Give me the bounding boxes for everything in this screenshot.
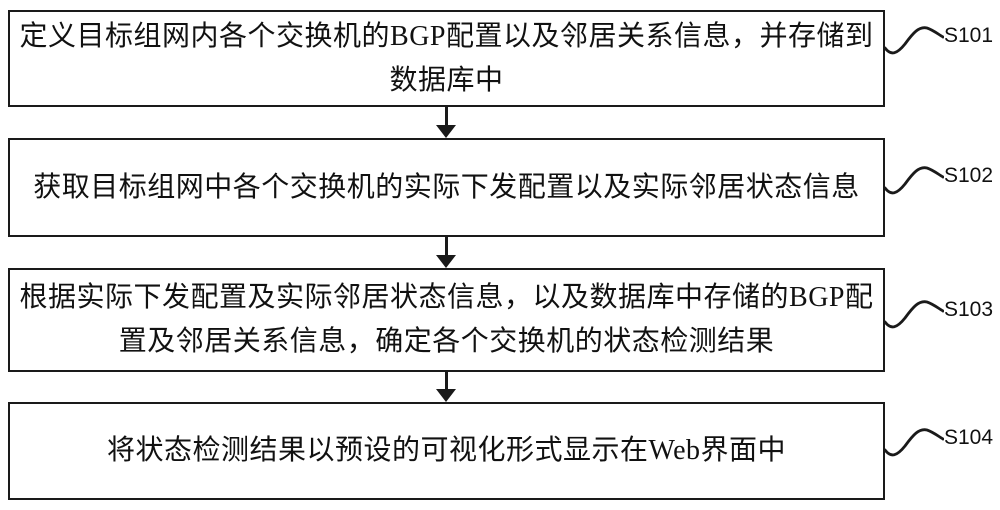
squiggle-connector-s104: [884, 428, 944, 457]
step-s104-text-line1: 将状态检测结果以预设的可视化形式显示在Web界面中: [106, 435, 787, 466]
step-label-s104: S104: [944, 426, 994, 449]
step-s103-text-line2: 置及邻居关系信息，确定各个交换机的状态检测结果: [118, 326, 775, 357]
step-label-s103: S103: [944, 298, 994, 321]
step-box-s104: 将状态检测结果以预设的可视化形式显示在Web界面中: [8, 402, 885, 500]
arrow-down-3: [436, 372, 456, 402]
arrow-stem: [444, 237, 448, 255]
step-label-s101: S101: [944, 24, 994, 47]
step-s103-text-line1: 根据实际下发配置及实际邻居状态信息，以及数据库中存储的BGP配: [19, 282, 874, 313]
squiggle-connector-s101: [884, 26, 944, 55]
step-label-s102: S102: [944, 164, 994, 187]
squiggle-connector-s102: [884, 166, 944, 195]
step-s101-text-line2: 数据库中: [389, 64, 504, 96]
step-box-s103: 根据实际下发配置及实际邻居状态信息，以及数据库中存储的BGP配 置及邻居关系信息…: [8, 268, 885, 372]
arrow-down-2: [436, 237, 456, 268]
arrow-stem: [444, 372, 448, 389]
step-box-s102: 获取目标组网中各个交换机的实际下发配置以及实际邻居状态信息: [8, 138, 885, 237]
step-s101-text-line1: 定义目标组网内各个交换机的BGP配置以及邻居关系信息，并存储到: [19, 20, 874, 52]
arrow-stem: [444, 107, 448, 125]
squiggle-connector-s103: [884, 300, 944, 329]
arrow-head-icon: [436, 125, 456, 138]
arrow-head-icon: [436, 389, 456, 402]
step-box-s101: 定义目标组网内各个交换机的BGP配置以及邻居关系信息，并存储到 数据库中: [8, 10, 885, 107]
step-s102-text-line1: 获取目标组网中各个交换机的实际下发配置以及实际邻居状态信息: [33, 171, 860, 203]
arrow-down-1: [436, 107, 456, 138]
arrow-head-icon: [436, 255, 456, 268]
